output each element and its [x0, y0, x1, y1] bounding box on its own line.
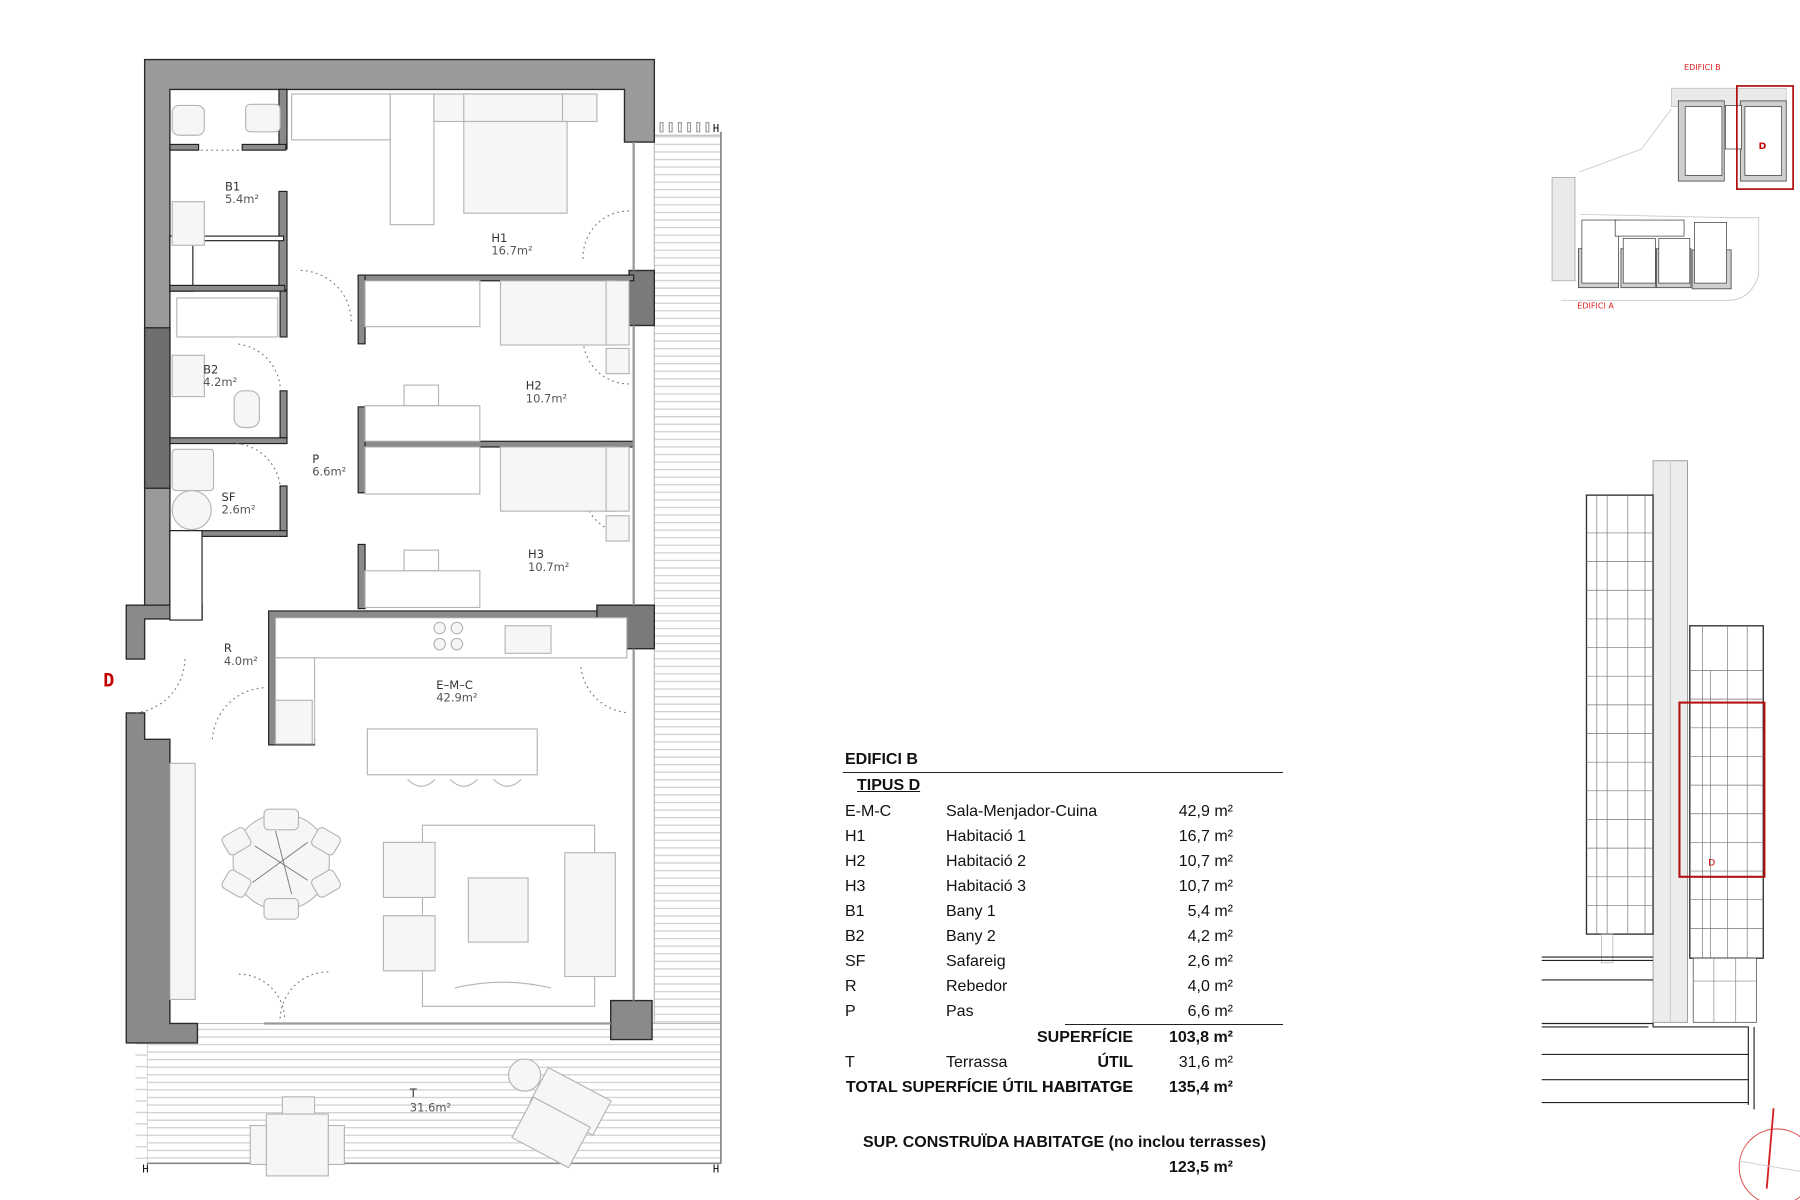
room-area: 4.2m²	[203, 375, 237, 389]
table-row: P Pas 6,6 m²	[843, 999, 1283, 1024]
svg-text:H: H	[142, 1163, 148, 1175]
room-area: 5,4 m²	[1187, 903, 1233, 920]
room-code: H2	[526, 379, 542, 393]
room-name: Safareig	[946, 953, 1006, 970]
room-area: 10,7 m²	[1178, 878, 1233, 895]
elevation-unit-highlight	[1678, 701, 1766, 878]
terrace-bottom	[146, 1022, 722, 1164]
building-elevation: D	[1541, 460, 1800, 1200]
table-row: H2 Habitació 2 10,7 m²	[843, 849, 1283, 874]
room-name: Sala-Menjador-Cuina	[946, 803, 1098, 820]
room-code: P	[312, 452, 319, 466]
room-area: 4.0m²	[224, 654, 258, 668]
room-name: Bany 1	[946, 903, 996, 920]
room-code: P	[845, 1003, 856, 1020]
room-code: T	[409, 1086, 418, 1100]
table-row: R Rebedor 4,0 m²	[843, 974, 1283, 999]
total-area-label: TOTAL SUPERFÍCIE ÚTIL HABITATGE	[845, 1079, 1133, 1096]
room-area: 5.4m²	[225, 192, 259, 206]
room-code: H1	[845, 828, 866, 845]
key-plan-unit-marker: D	[1759, 141, 1767, 152]
room-labels: B1 5.4m² H1 16.7m² B2 4.2m² H2 10.7m² P …	[203, 179, 569, 1114]
north-arrow-icon	[1738, 1128, 1800, 1200]
building-b-label: EDIFICI B	[1684, 63, 1721, 72]
room-name: Bany 2	[946, 928, 996, 945]
room-code: R	[845, 978, 857, 995]
terrace-name: Terrassa	[946, 1054, 1008, 1071]
total-area-value: 135,4 m²	[1168, 1079, 1233, 1096]
elevation-unit-marker: D	[1708, 857, 1715, 868]
room-area: 4,0 m²	[1187, 978, 1233, 995]
room-area: 10,7 m²	[1178, 853, 1233, 870]
key-plan: EDIFICI B EDIFICI A D	[1551, 63, 1794, 310]
room-code: B1	[845, 903, 865, 920]
svg-text:H: H	[713, 1163, 719, 1175]
room-name: Rebedor	[946, 978, 1008, 995]
table-row: B1 Bany 1 5,4 m²	[843, 899, 1283, 924]
unit-type-title: TIPUS D	[857, 777, 921, 794]
room-code: H3	[845, 878, 866, 895]
apartment-floor-plan: H H H	[103, 58, 722, 1177]
total-area-row: TOTAL SUPERFÍCIE ÚTIL HABITATGE 135,4 m²	[843, 1075, 1283, 1100]
room-code: B1	[225, 179, 240, 193]
table-row: H1 Habitació 1 16,7 m²	[843, 824, 1283, 849]
terrace-area: 31,6 m²	[1178, 1054, 1233, 1071]
room-area: 2.6m²	[222, 502, 256, 516]
table-row: B2 Bany 2 4,2 m²	[843, 924, 1283, 949]
room-area: 2,6 m²	[1187, 953, 1233, 970]
useful-area-value: 103,8 m²	[1168, 1029, 1233, 1046]
built-area-value: 123,5 m²	[1168, 1159, 1233, 1176]
room-code: H2	[845, 853, 866, 870]
room-code: B2	[845, 928, 865, 945]
room-area: 16.7m²	[491, 243, 532, 257]
room-area: 10.7m²	[528, 560, 569, 574]
table-row: E-M-C Sala-Menjador-Cuina 42,9 m²	[843, 799, 1283, 824]
room-name: Habitació 3	[946, 878, 1027, 895]
terrace-code: T	[845, 1054, 855, 1071]
room-code: B2	[203, 363, 218, 377]
room-area: 10.7m²	[526, 391, 567, 405]
terrace-right	[653, 134, 722, 1028]
unit-highlight-box	[1736, 85, 1794, 190]
svg-text:H: H	[713, 123, 719, 135]
room-area: 42.9m²	[436, 690, 477, 704]
building-title: EDIFICI B	[843, 748, 1283, 773]
room-code: R	[224, 641, 232, 655]
room-area: 16,7 m²	[1178, 828, 1233, 845]
useful-area-label: SUPERFÍCIE ÚTIL HABITATGE	[1036, 1029, 1133, 1096]
room-code: H3	[528, 547, 544, 561]
surface-table: EDIFICI B TIPUS D E-M-C Sala-Menjador-Cui…	[843, 748, 1283, 1180]
room-area: 6,6 m²	[1187, 1003, 1233, 1020]
table-row: SF Safareig 2,6 m²	[843, 949, 1283, 974]
room-name: Habitació 2	[946, 853, 1027, 870]
room-area: 42,9 m²	[1178, 803, 1233, 820]
useful-area-row: SUPERFÍCIE ÚTIL HABITATGE 103,8 m²	[1037, 1024, 1283, 1096]
room-code: SF	[222, 490, 236, 504]
table-row: H3 Habitació 3 10,7 m²	[843, 874, 1283, 899]
room-area: 31.6m²	[410, 1101, 451, 1115]
room-code: E-M-C	[845, 803, 892, 820]
room-code: H1	[491, 231, 507, 245]
room-area: 4,2 m²	[1187, 928, 1233, 945]
building-a-label: EDIFICI A	[1577, 301, 1614, 310]
unit-entrance-marker: D	[103, 671, 114, 692]
room-code: SF	[845, 953, 866, 970]
room-code: E–M–C	[436, 678, 473, 692]
terrace-row: T Terrassa 31,6 m²	[843, 1050, 1283, 1075]
room-name: Habitació 1	[946, 828, 1027, 845]
room-area: 6.6m²	[312, 465, 346, 479]
built-area-label: SUP. CONSTRUÏDA HABITATGE (no inclou ter…	[863, 1134, 1267, 1151]
room-name: Pas	[946, 1003, 974, 1020]
